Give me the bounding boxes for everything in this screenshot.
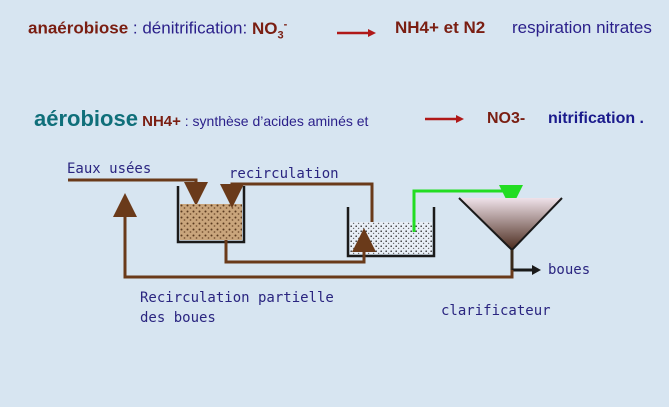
no3-formula: NO3- (251, 18, 288, 42)
synthese-text: : synthèse d’acides aminés et (180, 113, 369, 129)
denitrification-text: : dénitrification: (128, 18, 252, 38)
aerobiose-term: aérobiose (34, 106, 138, 131)
recirculation-partielle-label: Recirculation partielle (140, 290, 334, 306)
clarificateur-label: clarificateur (441, 303, 551, 319)
des-boues-label: des boues (140, 310, 216, 326)
anaerobiose-line: anaérobiose : dénitrification: NO3- (28, 18, 287, 41)
no3-product: NO3- (487, 110, 526, 127)
reaction-arrow-1 (337, 29, 376, 37)
nitrification-label: nitrification . (548, 110, 644, 127)
aerobiose-line: aérobiose NH4+ : synthèse d’acides aminé… (34, 106, 368, 132)
transfer-pipe (224, 228, 376, 264)
influent-pipe (68, 178, 208, 206)
denitrification-products: NH4+ et N2 (395, 18, 486, 37)
aeration-tank (346, 207, 436, 258)
sludge-outlet-arrow (512, 265, 541, 275)
reaction-arrow-2 (425, 115, 464, 123)
boues-label: boues (548, 262, 591, 278)
clarifier (458, 197, 563, 270)
anaerobiose-term: anaérobiose (28, 18, 129, 38)
internal-recirculation-pipe (220, 182, 374, 222)
recirculation-label: recirculation (229, 166, 339, 182)
sludge-recirculation-pipe (113, 193, 514, 279)
respiration-nitrates-label: respiration nitrates (512, 18, 652, 37)
air-supply-line (412, 185, 523, 232)
nh4-formula: NH4+ (137, 113, 181, 130)
anoxic-tank (176, 186, 246, 244)
eaux-usees-label: Eaux usées (67, 161, 152, 177)
